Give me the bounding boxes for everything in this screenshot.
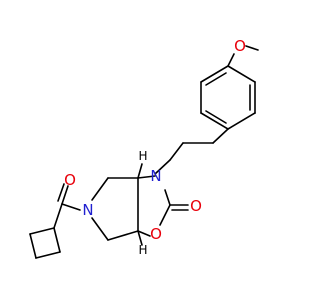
anisole-ring [200, 53, 256, 130]
molecule-structure: O N N O O O H H [29, 37, 259, 259]
atom-h-top: H [138, 149, 147, 163]
atom-n-amide: N [82, 201, 93, 219]
atom-o-ring: O [150, 225, 162, 243]
bond-methyl [245, 45, 259, 51]
atom-h-bottom: H [138, 243, 147, 257]
atom-o-carbonyl: O [64, 171, 76, 189]
bicyclic-core [91, 163, 189, 246]
atom-n-ring: N [150, 167, 161, 185]
atom-o-methoxy: O [234, 37, 246, 55]
atom-o-ketone: O [190, 197, 202, 215]
cyclobutanecarbonyl [29, 183, 81, 259]
ethyl-linker [154, 128, 229, 175]
